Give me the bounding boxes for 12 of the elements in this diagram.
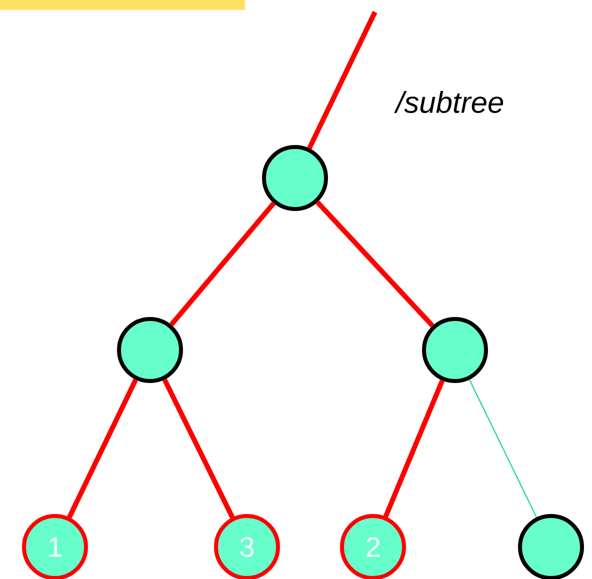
tree-node-circle xyxy=(518,514,584,579)
branch-line xyxy=(169,202,276,326)
tree-node-circle xyxy=(422,317,488,383)
branch-line xyxy=(162,378,235,518)
branch-line xyxy=(468,379,538,518)
subtree-branch xyxy=(307,10,378,150)
branch-line xyxy=(316,200,434,328)
branch-line xyxy=(383,380,445,518)
tree-node-circle xyxy=(117,317,183,383)
edge-label: /subtree xyxy=(394,91,504,114)
branch-line xyxy=(67,378,138,518)
tree-node-circle xyxy=(262,145,328,211)
